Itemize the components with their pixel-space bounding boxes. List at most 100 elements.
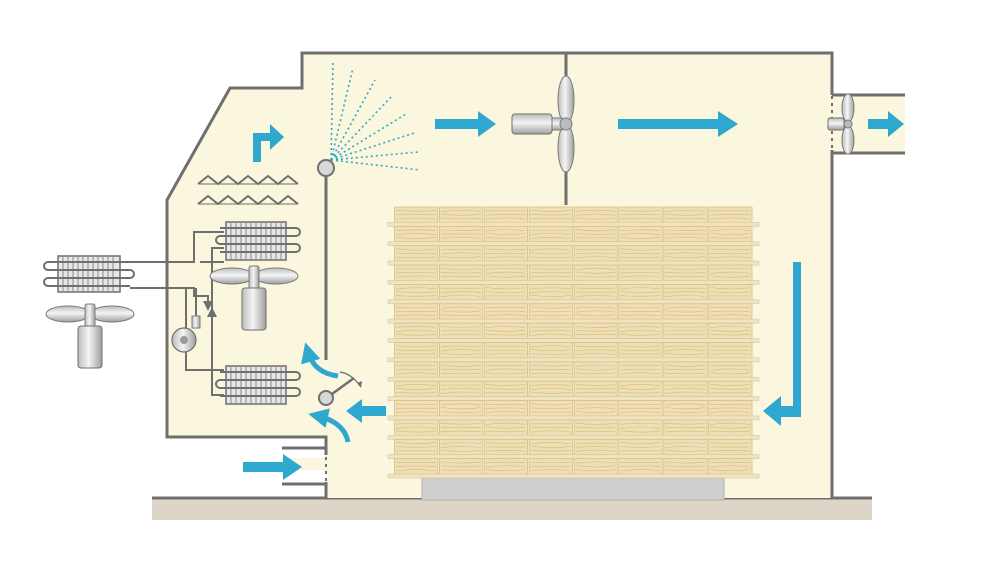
wood-grain bbox=[665, 430, 706, 433]
wood-grain bbox=[440, 411, 481, 413]
wood-grain bbox=[575, 422, 616, 425]
wood-grain bbox=[620, 229, 661, 231]
wood-grain bbox=[440, 388, 481, 390]
sticker-strip bbox=[387, 434, 760, 440]
sticker-strip bbox=[387, 338, 760, 343]
wood-grain bbox=[665, 445, 706, 449]
wood-grain bbox=[710, 275, 751, 278]
airflow-arrow-curve-in bbox=[308, 408, 351, 443]
sticker-strip bbox=[387, 260, 760, 266]
wood-grain bbox=[665, 256, 706, 259]
wood-grain bbox=[440, 213, 481, 216]
wood-grain bbox=[485, 383, 526, 387]
circulation-fan-icon bbox=[511, 75, 575, 173]
wood-grain bbox=[665, 423, 706, 425]
sticker-strip bbox=[387, 241, 760, 247]
wood-grain bbox=[530, 333, 571, 336]
wood-grain bbox=[665, 333, 706, 336]
wood-grain bbox=[710, 450, 751, 452]
wood-grain bbox=[710, 310, 751, 313]
wood-grain bbox=[485, 310, 526, 313]
wood-grain bbox=[620, 306, 661, 309]
wood-grain bbox=[395, 295, 436, 297]
wood-grain bbox=[530, 353, 571, 355]
wood-grain bbox=[710, 442, 751, 444]
wood-grain bbox=[530, 252, 571, 255]
wood-grain bbox=[485, 388, 526, 390]
wood-grain bbox=[530, 287, 571, 290]
wood-grain bbox=[440, 345, 481, 348]
sticker-strip bbox=[387, 415, 760, 421]
wood-grain bbox=[530, 275, 571, 278]
damper-icon bbox=[318, 371, 362, 406]
wood-grain bbox=[710, 256, 751, 258]
wood-grain bbox=[440, 445, 481, 449]
wood-grain bbox=[575, 287, 616, 289]
wood-grain bbox=[710, 407, 751, 409]
wood-grain bbox=[620, 368, 661, 371]
wood-grain bbox=[620, 349, 661, 351]
wood-grain bbox=[440, 423, 481, 425]
wood-grain bbox=[395, 411, 436, 413]
wood-grain bbox=[665, 368, 706, 371]
wood-grain bbox=[530, 310, 571, 313]
wood-grain bbox=[530, 426, 571, 429]
airflow-arrow-curve-up bbox=[301, 342, 339, 379]
wood-grain bbox=[440, 256, 481, 259]
wood-grain bbox=[710, 411, 751, 414]
wood-grain bbox=[395, 272, 436, 274]
wood-grain bbox=[710, 465, 751, 468]
wood-grain bbox=[665, 314, 706, 316]
wood-grain bbox=[710, 291, 751, 293]
wood-grain bbox=[530, 256, 571, 258]
wood-grain bbox=[620, 411, 661, 413]
wood-grain bbox=[440, 403, 481, 406]
wood-grain bbox=[395, 372, 436, 375]
wood-grain bbox=[440, 217, 481, 220]
wood-grain bbox=[530, 236, 571, 240]
wood-grain bbox=[710, 368, 751, 371]
wood-grain bbox=[665, 306, 706, 309]
wood-grain bbox=[485, 314, 526, 317]
wood-grain bbox=[440, 248, 481, 251]
wood-grain bbox=[575, 392, 616, 394]
wood-grain bbox=[485, 329, 526, 332]
wood-grain bbox=[665, 209, 706, 212]
wood-grain bbox=[395, 333, 436, 336]
wood-grain bbox=[710, 372, 751, 375]
wood-grain bbox=[485, 271, 526, 274]
wood-grain bbox=[710, 329, 751, 332]
wood-grain bbox=[530, 268, 571, 270]
wood-grain bbox=[395, 469, 436, 472]
wood-grain bbox=[620, 403, 661, 406]
wood-grain bbox=[485, 365, 526, 367]
wood-grain bbox=[485, 407, 526, 409]
wood-grain bbox=[710, 345, 751, 348]
wood-grain bbox=[485, 325, 526, 329]
wood-grain bbox=[710, 353, 751, 355]
wood-grain bbox=[575, 271, 616, 274]
wood-grain bbox=[710, 426, 751, 429]
wood-grain bbox=[395, 403, 436, 406]
wood-grain bbox=[575, 349, 616, 351]
wood-grain bbox=[575, 446, 616, 448]
evaporator-fan-icon bbox=[209, 265, 299, 331]
evaporator-coil-lower bbox=[215, 365, 301, 405]
wood-grain bbox=[395, 384, 436, 387]
wood-grain bbox=[485, 469, 526, 472]
wood-grain bbox=[485, 214, 526, 216]
airflow-arrow-right-1 bbox=[435, 111, 496, 137]
wood-grain bbox=[620, 252, 661, 255]
wood-grain bbox=[665, 449, 706, 452]
wood-grain bbox=[710, 232, 751, 236]
wood-grain bbox=[485, 287, 526, 290]
wood-grain bbox=[530, 442, 571, 445]
airflow-arrow-left bbox=[346, 399, 386, 423]
wood-grain bbox=[440, 465, 481, 467]
wood-grain bbox=[530, 233, 571, 235]
wood-grain bbox=[530, 372, 571, 375]
wood-grain bbox=[620, 384, 661, 387]
wood-grain bbox=[530, 248, 571, 251]
wood-grain bbox=[620, 210, 661, 212]
wood-grain bbox=[620, 236, 661, 239]
